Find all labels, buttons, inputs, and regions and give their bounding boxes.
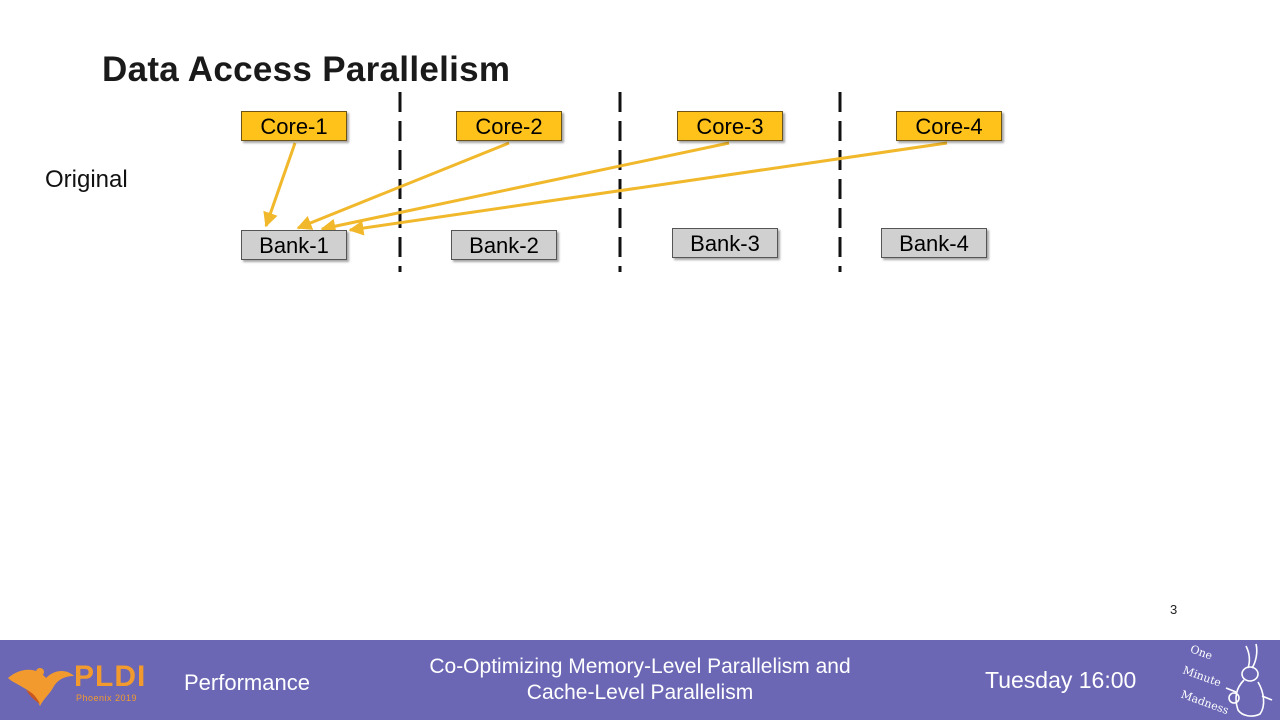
access-diagram xyxy=(263,92,948,272)
bank-box-4: Bank-4 xyxy=(881,228,987,258)
session-time: Tuesday 16:00 xyxy=(985,667,1137,693)
arrow-core4-bank1 xyxy=(348,141,948,236)
arrow-core2-bank1 xyxy=(296,141,510,230)
talk-title-line-1: Co-Optimizing Memory-Level Parallelism a… xyxy=(429,655,851,678)
pldi-logo-subtext: Phoenix 2019 xyxy=(76,693,138,703)
arrow-core3-bank1 xyxy=(320,141,730,234)
slide-canvas: Data Access Parallelism Original Core-1 … xyxy=(45,50,1178,617)
bank-box-3: Bank-3 xyxy=(672,228,778,258)
bank-box-1: Bank-1 xyxy=(241,230,347,260)
talk-title-line-2: Cache-Level Parallelism xyxy=(526,681,754,704)
talk-title: Co-Optimizing Memory-Level Parallelism a… xyxy=(390,654,890,706)
rabbit-icon xyxy=(1225,643,1273,717)
access-arrows xyxy=(263,141,948,236)
one-minute-madness-logo: One Minute Madness xyxy=(1172,640,1280,720)
slide-title: Data Access Parallelism xyxy=(102,50,511,89)
arrow-core1-bank1 xyxy=(263,142,297,228)
slide-number: 3 xyxy=(1170,602,1178,617)
pldi-phoenix-logo xyxy=(8,668,74,706)
core-box-4: Core-4 xyxy=(896,111,1002,141)
core-box-3: Core-3 xyxy=(677,111,783,141)
session-name: Performance xyxy=(184,670,310,695)
core-box-2: Core-2 xyxy=(456,111,562,141)
core-box-1: Core-1 xyxy=(241,111,347,141)
pldi-logo-text: PLDI xyxy=(74,660,147,693)
video-footer-banner: PLDI Phoenix 2019 Performance Co-Optimiz… xyxy=(0,640,1280,720)
bank-box-2: Bank-2 xyxy=(451,230,557,260)
row-label-original: Original xyxy=(45,166,128,193)
